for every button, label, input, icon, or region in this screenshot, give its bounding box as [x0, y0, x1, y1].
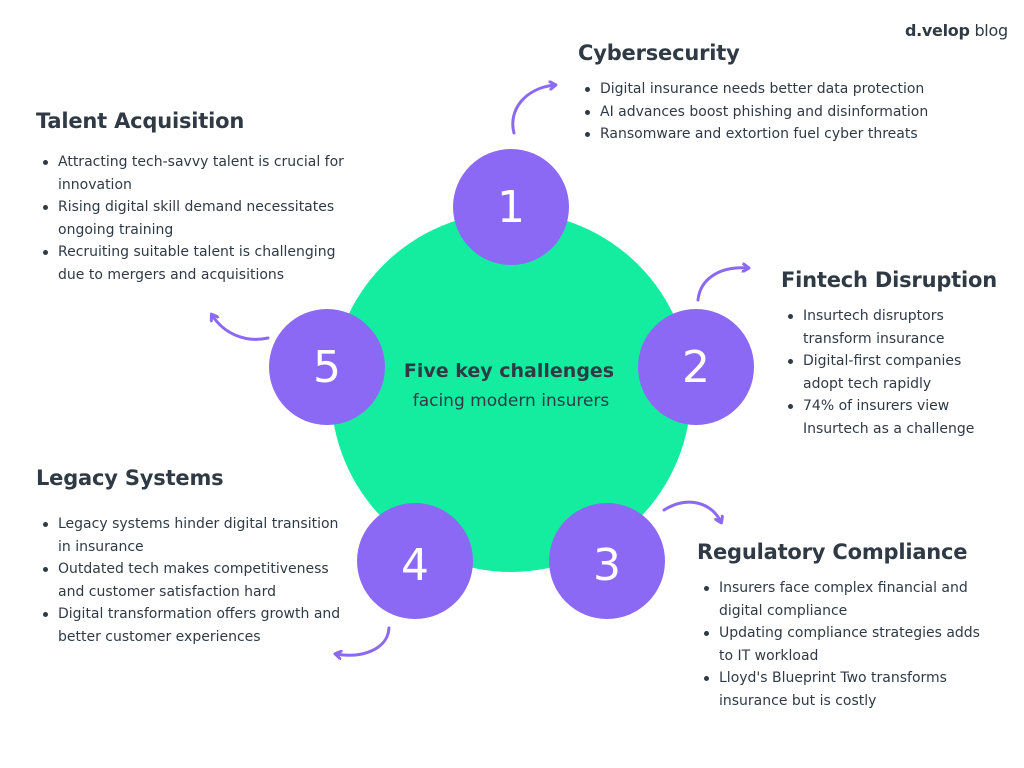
- list-item: Insurtech disruptors transform insurance: [781, 305, 993, 350]
- node-3: 3: [549, 503, 665, 619]
- list-item: Outdated tech makes competitiveness and …: [36, 558, 346, 603]
- legacy-list: Legacy systems hinder digital transition…: [36, 513, 346, 648]
- arrow-2-icon: [696, 268, 748, 302]
- list-item: Digital insurance needs better data prot…: [578, 78, 978, 101]
- list-item: 74% of insurers view Insurtech as a chal…: [781, 395, 993, 440]
- node-3-label: 3: [593, 540, 621, 591]
- section-fintech: Fintech Disruption Insurtech disruptors …: [781, 268, 1016, 440]
- node-1: 1: [453, 149, 569, 265]
- center-title: Five key challenges: [404, 360, 614, 382]
- list-item: Recruiting suitable talent is challengin…: [36, 241, 361, 286]
- brand-name: d.velop: [905, 21, 970, 40]
- section-talent: Talent Acquisition Attracting tech-savvy…: [36, 109, 376, 286]
- fintech-title: Fintech Disruption: [781, 268, 997, 292]
- list-item: Ransomware and extortion fuel cyber thre…: [578, 123, 978, 146]
- fintech-list: Insurtech disruptors transform insurance…: [781, 305, 993, 440]
- node-2-label: 2: [682, 342, 710, 393]
- list-item: Digital-first companies adopt tech rapid…: [781, 350, 993, 395]
- regulatory-list: Insurers face complex financial and digi…: [697, 577, 989, 712]
- brand-logo: d.velop blog: [905, 21, 1008, 40]
- list-item: Lloyd's Blueprint Two transforms insuran…: [697, 667, 989, 712]
- node-4-label: 4: [401, 540, 429, 591]
- brand-suffix: blog: [974, 21, 1008, 40]
- list-item: Rising digital skill demand necessitates…: [36, 196, 361, 241]
- arrow-1-icon: [511, 85, 555, 135]
- list-item: Digital transformation offers growth and…: [36, 603, 346, 648]
- cybersecurity-title: Cybersecurity: [578, 41, 740, 65]
- arrow-5-icon: [212, 315, 270, 341]
- list-item: Updating compliance strategies adds to I…: [697, 622, 989, 667]
- cybersecurity-list: Digital insurance needs better data prot…: [578, 78, 978, 146]
- legacy-title: Legacy Systems: [36, 466, 224, 490]
- section-regulatory: Regulatory Compliance Insurers face comp…: [697, 540, 1007, 712]
- section-legacy: Legacy Systems Legacy systems hinder dig…: [36, 466, 356, 648]
- center-subtitle: facing modern insurers: [413, 391, 610, 411]
- node-4: 4: [357, 503, 473, 619]
- list-item: Insurers face complex financial and digi…: [697, 577, 989, 622]
- regulatory-title: Regulatory Compliance: [697, 540, 968, 564]
- node-2: 2: [638, 309, 754, 425]
- node-5-label: 5: [313, 342, 341, 393]
- talent-title: Talent Acquisition: [36, 109, 245, 133]
- arrow-4-icon: [336, 626, 391, 655]
- node-1-label: 1: [497, 182, 525, 233]
- list-item: Attracting tech-savvy talent is crucial …: [36, 151, 361, 196]
- section-cybersecurity: Cybersecurity Digital insurance needs be…: [578, 41, 978, 146]
- node-5: 5: [269, 309, 385, 425]
- talent-list: Attracting tech-savvy talent is crucial …: [36, 151, 361, 286]
- central-circle: [331, 212, 691, 572]
- arrow-3-icon: [662, 500, 721, 522]
- list-item: AI advances boost phishing and disinform…: [578, 101, 978, 124]
- list-item: Legacy systems hinder digital transition…: [36, 513, 346, 558]
